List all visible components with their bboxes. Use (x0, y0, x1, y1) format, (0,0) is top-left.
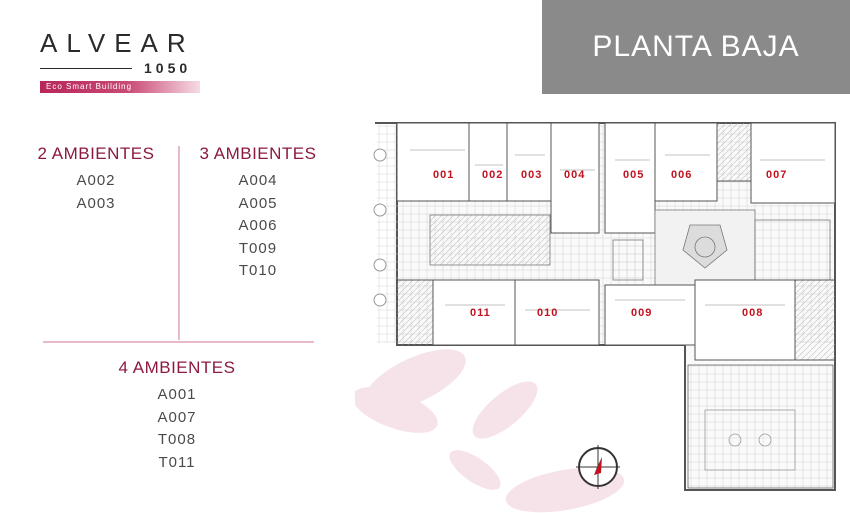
compass-icon (576, 445, 620, 489)
unit-item: A006 (238, 217, 278, 234)
garden-wing (687, 364, 834, 489)
unit-label-011: 011 (470, 307, 491, 319)
unit-item: T011 (158, 453, 196, 471)
unit-label-003: 003 (521, 169, 542, 181)
unit-item: A001 (157, 386, 197, 403)
logo-rule (40, 68, 132, 69)
unit-label-007: 007 (766, 169, 787, 181)
horizontal-divider (43, 341, 314, 343)
unit-item: A004 (238, 172, 278, 189)
unit-label-005: 005 (623, 169, 644, 181)
logo-name: ALVEAR (40, 28, 195, 58)
unit-label-010: 010 (537, 307, 558, 319)
unit-item: T009 (238, 239, 278, 257)
group-title: 4 AMBIENTES (118, 358, 236, 377)
group-title: 2 AMBIENTES (37, 144, 155, 163)
group-4-ambientes: 4 AMBIENTES A001 A007 T008 T011 (110, 358, 244, 474)
unit-label-009: 009 (631, 307, 652, 319)
blossom-watermark (355, 349, 625, 513)
unit-label-004: 004 (564, 169, 585, 181)
unit-label-006: 006 (671, 169, 692, 181)
interior-walls (410, 149, 825, 311)
unit-label-002: 002 (482, 169, 503, 181)
logo-number: 1050 (144, 60, 192, 76)
floor-title: PLANTA BAJA (592, 30, 800, 63)
top-units (396, 122, 836, 234)
group-3-ambientes: 3 AMBIENTES A004 A005 A006 T009 T010 (196, 144, 320, 283)
unit-label-001: 001 (433, 169, 454, 181)
group-title: 3 AMBIENTES (199, 144, 317, 163)
group-2-ambientes: 2 AMBIENTES A002 A003 (36, 144, 156, 215)
bottom-units (396, 279, 836, 361)
unit-item: T010 (238, 262, 278, 279)
unit-item: T008 (157, 431, 197, 448)
floor-title-banner: PLANTA BAJA (542, 0, 850, 94)
unit-item: A005 (238, 194, 278, 212)
courtyard (429, 209, 831, 291)
logo-tagline: Eco Smart Building (40, 81, 200, 93)
unit-item: A002 (76, 172, 116, 189)
floor-plan: 001 002 003 004 005 006 007 011 010 009 … (355, 122, 836, 513)
brand-logo: ALVEAR 1050 Eco Smart Building (40, 30, 205, 94)
trees (373, 148, 387, 307)
unit-label-008: 008 (742, 307, 763, 319)
unit-item: A007 (157, 408, 197, 426)
unit-item: A003 (76, 194, 116, 212)
vertical-divider (178, 146, 180, 340)
